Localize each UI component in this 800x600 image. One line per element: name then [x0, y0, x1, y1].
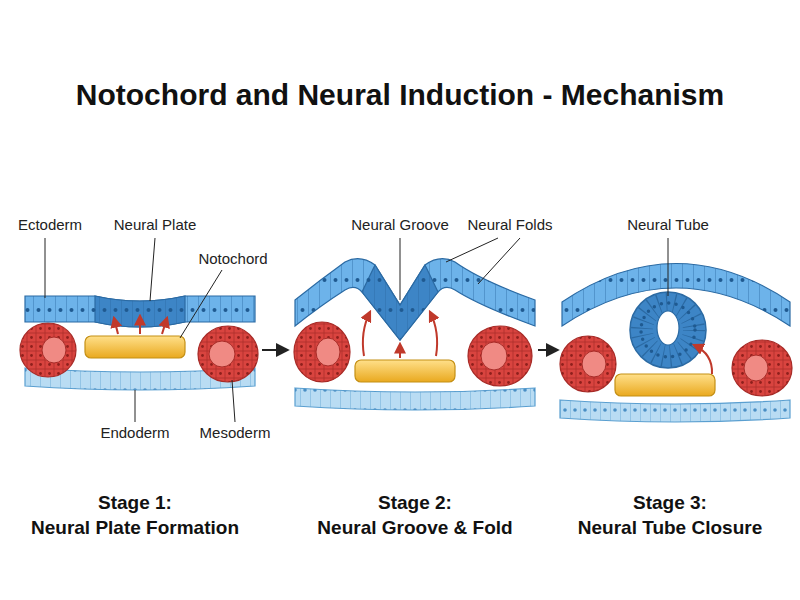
endoderm-cells	[295, 388, 535, 410]
endoderm-layer	[295, 388, 535, 410]
mesoderm-cavity	[582, 351, 606, 377]
mesoderm-block	[20, 323, 76, 377]
mesoderm-block	[560, 336, 616, 392]
part-label: Ectoderm	[0, 216, 100, 234]
mesoderm-cells	[560, 336, 616, 392]
endoderm-layer	[560, 400, 790, 422]
mesoderm-cells	[468, 326, 532, 386]
leader-line	[232, 380, 235, 422]
mesoderm-block	[468, 326, 532, 386]
induction-arrow	[114, 318, 118, 334]
neural-tube-cells	[642, 304, 694, 356]
neural-tube	[630, 292, 706, 368]
mesoderm-cavity	[481, 342, 507, 370]
induction-arrow	[162, 318, 167, 334]
stage-caption: Stage 3:	[545, 492, 795, 514]
mesoderm-cells	[732, 340, 792, 396]
stage-caption: Neural Groove & Fold	[290, 517, 540, 539]
mesoderm-cavity	[42, 337, 66, 363]
part-label: Neural Folds	[450, 216, 570, 234]
induction-arrow	[430, 312, 437, 356]
part-label: Neural Plate	[100, 216, 210, 234]
stage-two-illustration	[294, 259, 535, 410]
stage-three-illustration	[560, 264, 792, 423]
leader-line	[478, 238, 520, 284]
leader-line	[135, 390, 136, 422]
notochord-rod	[615, 374, 715, 396]
ectoderm-cells	[295, 259, 535, 340]
stage-caption: Neural Plate Formation	[10, 517, 260, 539]
endoderm-cells	[560, 400, 790, 422]
mesoderm-cells	[198, 326, 258, 382]
notochord-rod	[85, 336, 185, 358]
part-label: Neural Tube	[608, 216, 728, 234]
mesoderm-cells	[20, 323, 76, 377]
induction-arrow	[139, 316, 141, 334]
part-label: Mesoderm	[185, 424, 285, 442]
leader-line	[400, 238, 401, 300]
leader-line	[45, 238, 46, 298]
mesoderm-block	[198, 326, 258, 382]
stage-caption: Stage 1:	[10, 492, 260, 514]
stage-arrow	[538, 349, 557, 351]
stage-arrow	[262, 349, 287, 351]
neural-tube-lumen	[657, 311, 679, 345]
leader-line	[446, 238, 498, 262]
leader-line	[150, 238, 155, 301]
induction-arrow	[694, 345, 712, 374]
induction-arrow	[363, 312, 370, 356]
stage-caption: Stage 2:	[290, 492, 540, 514]
mesoderm-cavity	[744, 355, 768, 381]
leader-lines	[45, 238, 668, 422]
notochord-rod	[355, 360, 455, 382]
part-label: Notochord	[183, 250, 283, 268]
part-label: Endoderm	[85, 424, 185, 442]
diagram-title: Notochord and Neural Induction - Mechani…	[0, 78, 800, 112]
neural-tube-nuclei	[641, 303, 695, 357]
part-label: Neural Groove	[335, 216, 465, 234]
stage-caption: Neural Tube Closure	[545, 517, 795, 539]
induction-arrow	[399, 344, 401, 358]
leader-line	[180, 270, 222, 338]
mesoderm-cavity	[209, 341, 235, 367]
ectoderm-layer	[295, 259, 535, 340]
stage-one-illustration	[20, 296, 258, 390]
mesoderm-block	[732, 340, 792, 396]
leader-line	[668, 238, 669, 296]
mesoderm-block	[294, 322, 350, 382]
mesoderm-cavity	[316, 338, 340, 366]
mesoderm-cells	[294, 322, 350, 382]
